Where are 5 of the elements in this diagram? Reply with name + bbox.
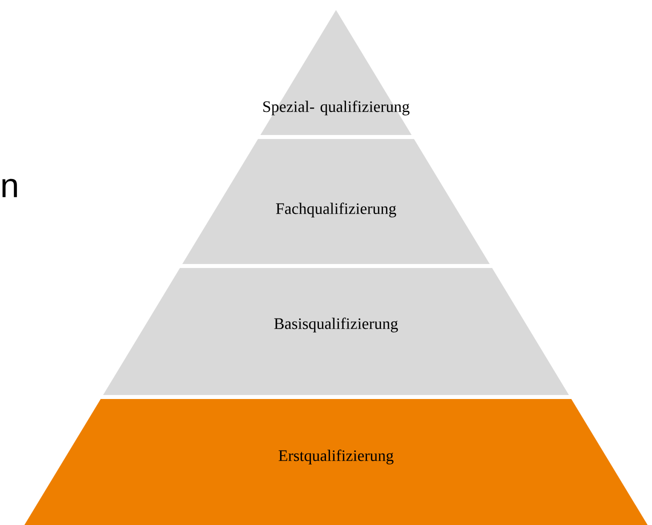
pyramid-level: Erstqualifizierung [24, 399, 648, 525]
text-fragment: n [2, 178, 17, 198]
pyramid-level: Basisqualifizierung [103, 268, 569, 395]
pyramid-level: Spezial- qualifizierung [260, 10, 412, 135]
pyramid-level: Fachqualifizierung [182, 139, 490, 264]
